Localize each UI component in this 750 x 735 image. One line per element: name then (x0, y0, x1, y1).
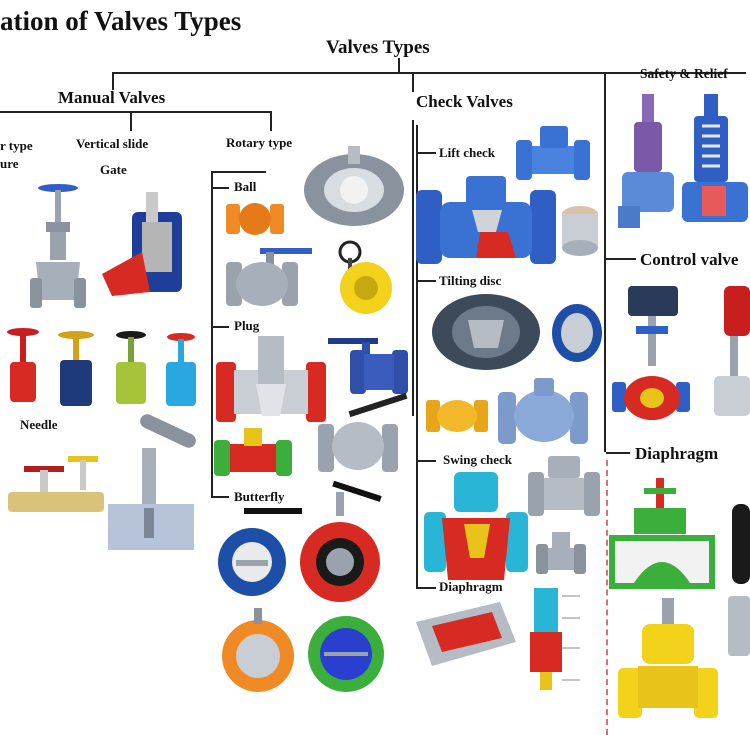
butterfly-valve-green-icon (308, 616, 384, 692)
lift-check-valve-steel-icon (562, 206, 598, 256)
butterfly-valve-orange-icon (222, 608, 294, 692)
butterfly-valve-blue-icon (218, 508, 302, 596)
tilting-disc-steel-icon (498, 378, 588, 444)
group-linear-type: r type (0, 138, 33, 153)
butterfly-valve-red-icon (300, 480, 382, 602)
lift-check-valve-icon (416, 176, 556, 264)
group-gate: Gate (100, 162, 127, 177)
diaphragm-valve-yellow-icon (618, 598, 718, 718)
tilting-disc-wafer-icon (552, 304, 602, 362)
gate-valve-red-icon (7, 328, 39, 402)
group-linear-type-line2: ure (0, 156, 19, 171)
needle-valve-large-icon (108, 414, 196, 550)
group-rotary-type: Rotary type (226, 135, 293, 150)
item-diaphragm-check: Diaphragm (439, 579, 503, 594)
tilting-disc-yellow-icon (426, 400, 488, 432)
branch-safety-relief: Safety & Relief (640, 66, 728, 81)
item-lift-check: Lift check (439, 145, 495, 160)
group-needle: Needle (20, 417, 58, 432)
safety-relief-cutaway-icon (682, 94, 748, 222)
root-label: Valves Types (326, 37, 430, 58)
branch-manual-valves: Manual Valves (58, 88, 166, 107)
gate-valve-icon (30, 184, 86, 308)
item-plug: Plug (234, 318, 260, 333)
branch-control-valve: Control valve (640, 250, 739, 269)
gate-valve-green-icon (116, 331, 146, 404)
control-valve-icon (612, 286, 690, 420)
lift-check-valve-small-icon (516, 126, 590, 180)
ball-valve-yellow-icon (338, 240, 392, 314)
item-ball: Ball (234, 179, 257, 194)
plug-valve-green-icon (214, 428, 292, 476)
swing-check-small-icon (536, 532, 586, 574)
ball-valve-orange-icon (226, 203, 284, 235)
swing-check-valve-icon (424, 472, 528, 580)
plug-valve-cutaway-icon (216, 336, 326, 422)
tilting-disc-valve-icon (432, 294, 540, 370)
plug-valve-steel-icon (318, 392, 408, 472)
diaphragm-valve-diagram-icon (609, 478, 715, 589)
item-swing-check: Swing check (443, 452, 512, 467)
item-butterfly: Butterfly (234, 489, 285, 504)
needle-valve-icon (8, 456, 104, 512)
item-tilting-disc: Tilting disc (439, 273, 502, 288)
swing-check-steel-icon (528, 456, 600, 516)
branch-diaphragm: Diaphragm (635, 444, 719, 463)
diaphragm-valve-steel-icon (728, 504, 750, 656)
group-vertical-slide: Vertical slide (76, 136, 149, 151)
page-title: ation of Valves Types (0, 6, 242, 36)
plug-valve-blue-icon (328, 338, 408, 394)
diaphragm-check-valve-icon (416, 602, 516, 666)
gate-valve-navy-icon (58, 331, 94, 406)
gate-valve-cutaway-icon (102, 192, 182, 296)
ball-valve-steel-icon (226, 248, 312, 306)
safety-relief-valve-icon (618, 94, 674, 228)
branch-check-valves: Check Valves (416, 92, 513, 111)
gate-valve-cyan-icon (166, 333, 196, 406)
ball-valve-cutaway-icon (304, 146, 404, 226)
diaphragm-check-diagram-icon (530, 588, 580, 690)
control-valve-red-icon (714, 286, 750, 416)
